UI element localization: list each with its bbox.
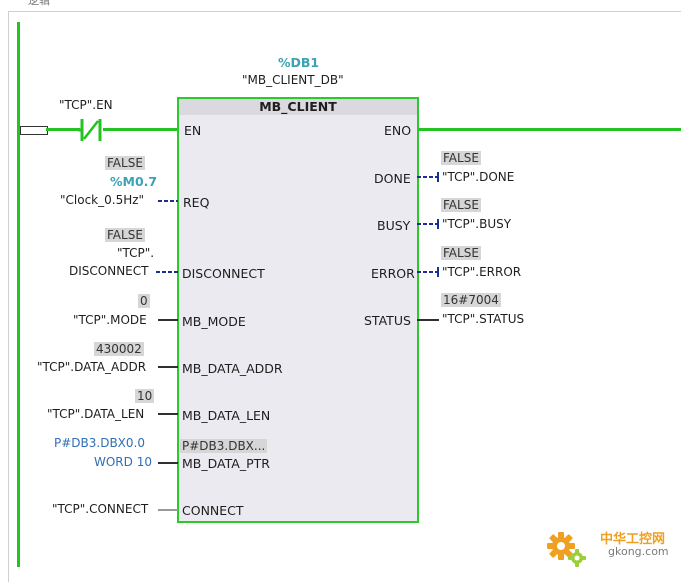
mb-data-ptr-line1[interactable]: P#DB3.DBX0.0: [54, 436, 145, 450]
status-value: 16#7004: [441, 293, 501, 307]
req-address: %M0.7: [110, 174, 158, 189]
disconnect-wire: [156, 271, 178, 273]
pin-status: STATUS: [364, 313, 411, 328]
req-tag[interactable]: "Clock_0.5Hz": [60, 193, 145, 207]
pin-disconnect: DISCONNECT: [182, 266, 265, 281]
done-tag[interactable]: "TCP".DONE: [442, 170, 515, 184]
pin-busy: BUSY: [377, 218, 411, 233]
pin-error: ERROR: [371, 266, 415, 281]
network-frame-left: [8, 11, 9, 582]
mb-data-ptr-inner-value: P#DB3.DBX...: [180, 439, 268, 453]
en-wire-2: [103, 128, 179, 131]
pin-eno: ENO: [384, 123, 412, 138]
error-tag[interactable]: "TCP".ERROR: [442, 265, 522, 279]
watermark-title: 中华工控网: [600, 532, 666, 547]
instance-db-address: %DB1: [278, 55, 320, 70]
header-partial-label: 逻辑: [28, 0, 50, 7]
eno-wire: [417, 128, 681, 131]
status-tag[interactable]: "TCP".STATUS: [442, 312, 525, 326]
mb-data-ptr-wire: [158, 462, 178, 464]
pin-en: EN: [184, 123, 202, 138]
error-wire: [417, 271, 439, 273]
header-border: [8, 11, 681, 12]
done-wire-tick: [437, 172, 439, 182]
done-wire: [417, 176, 439, 178]
instance-db-name[interactable]: "MB_CLIENT_DB": [242, 73, 344, 87]
req-value: FALSE: [105, 156, 145, 170]
gear-icon: [547, 532, 586, 567]
pin-mb-data-len: MB_DATA_LEN: [182, 408, 271, 423]
connect-wire: [158, 509, 178, 511]
disconnect-tag-1[interactable]: "TCP".: [117, 246, 155, 260]
disconnect-tag-2[interactable]: DISCONNECT: [69, 264, 149, 278]
error-wire-tick: [437, 267, 439, 277]
req-wire: [158, 200, 178, 202]
power-rail: [17, 22, 20, 567]
mb-data-len-value: 10: [135, 389, 155, 403]
mb-data-ptr-line2[interactable]: WORD 10: [94, 455, 152, 469]
contact-label: "TCP".EN: [59, 98, 113, 112]
normally-closed-contact[interactable]: [78, 117, 104, 143]
pin-done: DONE: [374, 171, 411, 186]
mb-data-len-tag[interactable]: "TCP".DATA_LEN: [47, 407, 145, 421]
pin-mb-data-ptr: MB_DATA_PTR: [182, 456, 270, 471]
mb-data-len-wire: [158, 413, 178, 415]
pin-req: REQ: [183, 195, 210, 210]
mb-mode-tag[interactable]: "TCP".MODE: [73, 313, 147, 327]
watermark-url: gkong.com: [608, 545, 669, 558]
mb-mode-value: 0: [138, 294, 150, 308]
pin-mb-data-addr: MB_DATA_ADDR: [182, 361, 283, 376]
busy-value: FALSE: [441, 198, 481, 212]
pin-connect: CONNECT: [182, 503, 244, 518]
connect-tag[interactable]: "TCP".CONNECT: [52, 502, 149, 516]
contact-coil-symbol[interactable]: [20, 126, 48, 135]
mb-mode-wire: [158, 319, 178, 321]
pin-mb-mode: MB_MODE: [182, 314, 246, 329]
busy-tag[interactable]: "TCP".BUSY: [442, 217, 512, 231]
error-value: FALSE: [441, 246, 481, 260]
done-value: FALSE: [441, 151, 481, 165]
busy-wire: [417, 223, 439, 225]
status-wire: [417, 319, 439, 321]
mb-data-addr-tag[interactable]: "TCP".DATA_ADDR: [37, 360, 147, 374]
mb-data-addr-wire: [158, 366, 178, 368]
disconnect-value: FALSE: [105, 228, 145, 242]
mb-data-addr-value: 430002: [94, 342, 144, 356]
busy-wire-tick: [437, 219, 439, 229]
en-wire-1: [46, 128, 80, 131]
block-title: MB_CLIENT: [179, 99, 417, 115]
